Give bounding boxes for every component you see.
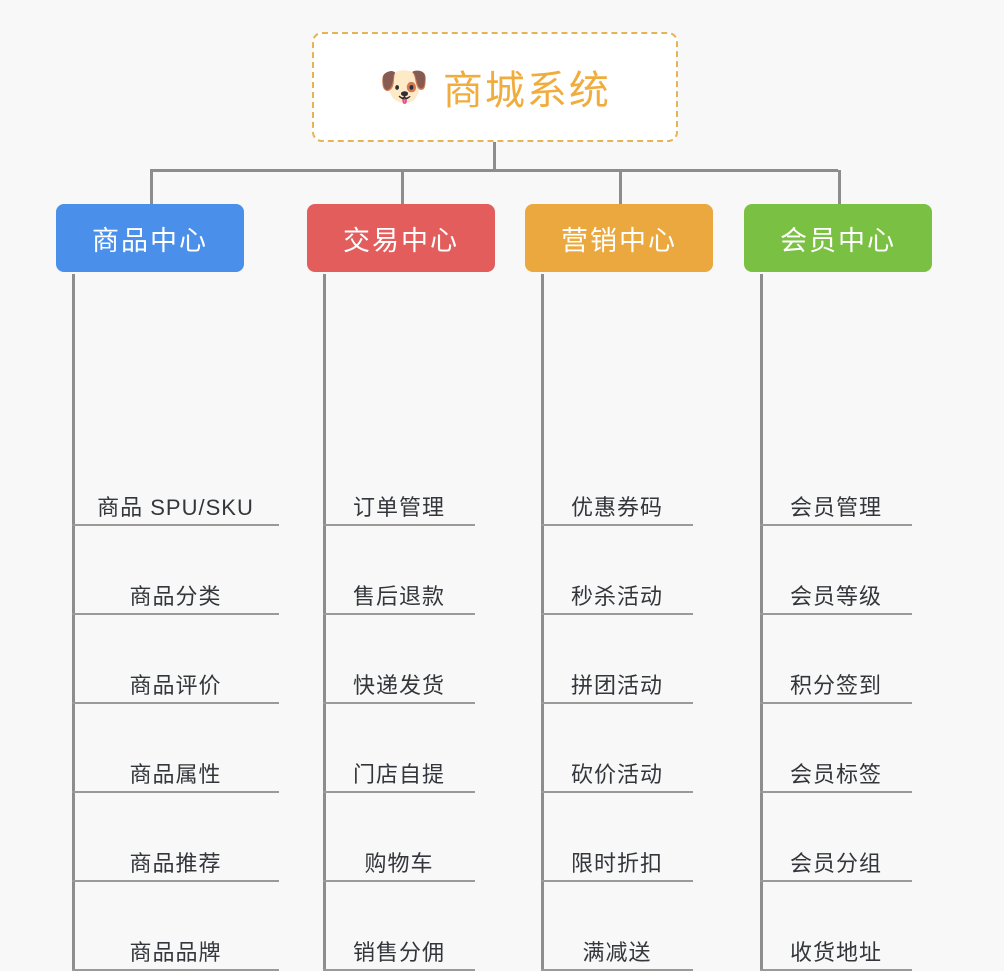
leaf-item[interactable]: 订单管理 — [323, 438, 475, 526]
leaf-item-label: 满减送 — [582, 939, 652, 965]
connector-drop-member-center — [838, 170, 841, 204]
connector-drop-trade-center — [401, 170, 404, 204]
leaf-item-label: 订单管理 — [352, 494, 445, 520]
leaf-item[interactable]: 商品分类 — [72, 527, 279, 615]
shiba-dog-face-icon: 🐶 — [379, 65, 429, 109]
category-box-product-center[interactable]: 商品中心 — [56, 204, 244, 272]
leaf-item[interactable]: 优惠券码 — [541, 438, 693, 526]
connector-drop-product-center — [150, 170, 153, 204]
category-box-member-center[interactable]: 会员中心 — [744, 204, 932, 272]
leaf-item-label: 砍价活动 — [570, 761, 663, 787]
leaf-item-label: 收货地址 — [789, 939, 882, 965]
leaf-item[interactable]: 售后退款 — [323, 527, 475, 615]
leaf-item-label: 商品 SPU/SKU — [97, 494, 254, 520]
category-label-member-center: 会员中心 — [780, 225, 896, 256]
leaf-item[interactable]: 秒杀活动 — [541, 527, 693, 615]
leaf-item-label: 商品推荐 — [129, 850, 222, 876]
leaf-item[interactable]: 满减送 — [541, 883, 693, 971]
leaf-item[interactable]: 砍价活动 — [541, 705, 693, 793]
root-node[interactable]: 🐶 商城系统 — [312, 32, 678, 142]
leaf-item-label: 会员标签 — [789, 761, 882, 787]
leaf-item[interactable]: 会员等级 — [760, 527, 912, 615]
leaf-item[interactable]: 限时折扣 — [541, 794, 693, 882]
leaf-item[interactable]: 商品 SPU/SKU — [72, 438, 279, 526]
mindmap-canvas: 🐶 商城系统 商品中心商品 SPU/SKU 商品分类商品评价商品属性商品推荐商品品… — [56, 32, 932, 971]
leaf-item[interactable]: 商品品牌 — [72, 883, 279, 971]
leaf-item-label: 售后退款 — [352, 583, 445, 609]
leaf-item-label: 门店自提 — [352, 761, 445, 787]
leaf-item-label: 会员等级 — [789, 583, 882, 609]
category-box-marketing-center[interactable]: 营销中心 — [525, 204, 713, 272]
root-title: 商城系统 — [442, 69, 611, 113]
category-label-product-center: 商品中心 — [92, 225, 208, 256]
leaf-item[interactable]: 购物车 — [323, 794, 475, 882]
leaf-item[interactable]: 商品推荐 — [72, 794, 279, 882]
root-stem-line — [493, 142, 496, 170]
leaf-item-label: 秒杀活动 — [570, 583, 663, 609]
leaf-item[interactable]: 收货地址 — [760, 883, 912, 971]
trunk-line-member-center — [760, 274, 763, 971]
leaf-item[interactable]: 会员管理 — [760, 438, 912, 526]
leaf-item[interactable]: 商品属性 — [72, 705, 279, 793]
leaf-item-label: 商品评价 — [129, 672, 222, 698]
leaf-item[interactable]: 会员分组 — [760, 794, 912, 882]
leaf-item-label: 拼团活动 — [570, 672, 663, 698]
leaf-item-label: 商品品牌 — [129, 939, 222, 965]
leaf-item-label: 优惠券码 — [570, 494, 663, 520]
leaf-item[interactable]: 销售分佣 — [323, 883, 475, 971]
leaf-item[interactable]: 快递发货 — [323, 616, 475, 704]
leaf-item[interactable]: 会员标签 — [760, 705, 912, 793]
trunk-line-trade-center — [323, 274, 326, 971]
category-label-marketing-center: 营销中心 — [561, 225, 677, 256]
category-bus-line — [150, 169, 838, 172]
category-label-trade-center: 交易中心 — [343, 225, 459, 256]
trunk-line-marketing-center — [541, 274, 544, 971]
leaf-item-label: 商品属性 — [129, 761, 222, 787]
leaf-item-label: 销售分佣 — [352, 939, 445, 965]
leaf-item-label: 商品分类 — [129, 583, 222, 609]
category-box-trade-center[interactable]: 交易中心 — [307, 204, 495, 272]
leaf-item[interactable]: 拼团活动 — [541, 616, 693, 704]
leaf-item-label: 积分签到 — [789, 672, 882, 698]
leaf-item-label: 会员分组 — [789, 850, 882, 876]
leaf-item[interactable]: 门店自提 — [323, 705, 475, 793]
trunk-line-product-center — [72, 274, 75, 971]
leaf-item-label: 购物车 — [364, 850, 434, 876]
leaf-item-label: 快递发货 — [352, 672, 445, 698]
leaf-item-label: 会员管理 — [789, 494, 882, 520]
connector-drop-marketing-center — [619, 170, 622, 204]
leaf-item[interactable]: 积分签到 — [760, 616, 912, 704]
leaf-item[interactable]: 商品评价 — [72, 616, 279, 704]
leaf-item-label: 限时折扣 — [570, 850, 663, 876]
